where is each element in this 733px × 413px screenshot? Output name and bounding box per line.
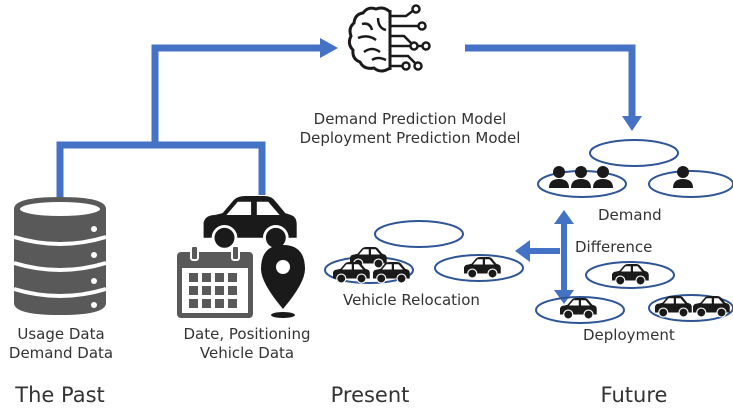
usage-data-line2: Demand Data [8,344,114,362]
timeline-future: Future [600,383,668,407]
car-icon [611,263,650,286]
model-label-line2: Deployment Prediction Model [299,129,521,147]
timeline-present: Present [330,383,410,407]
model-label: Demand Prediction Model Deployment Predi… [300,110,521,148]
car-icon [332,261,371,284]
car-icon [463,256,502,279]
timeline-past: The Past [15,383,105,407]
demand-label: Demand [598,206,662,224]
deployment-zone [535,261,733,324]
vehicle-data-line2: Vehicle Data [199,344,295,362]
deployment-label: Deployment [583,326,675,344]
difference-arrow-icon [515,210,574,304]
flow-connector [56,44,636,197]
usage-data-label: Usage Data Demand Data [9,325,113,363]
relocation-label: Vehicle Relocation [343,291,480,309]
database-icon [13,197,107,315]
model-label-line1: Demand Prediction Model [313,110,507,128]
map-pin-icon [261,245,305,318]
difference-label: Difference [575,238,653,256]
arrow-right-icon [320,38,338,58]
usage-data-line1: Usage Data [17,325,105,343]
calendar-icon [177,245,253,318]
vehicle-data-line1: Date, Positioning [183,325,311,343]
brain-circuit-icon [347,4,431,73]
arrow-down-icon [622,116,642,131]
vehicle-data-label: Date, Positioning Vehicle Data [184,325,311,363]
demand-zone [537,139,733,198]
car-icon [202,194,299,251]
